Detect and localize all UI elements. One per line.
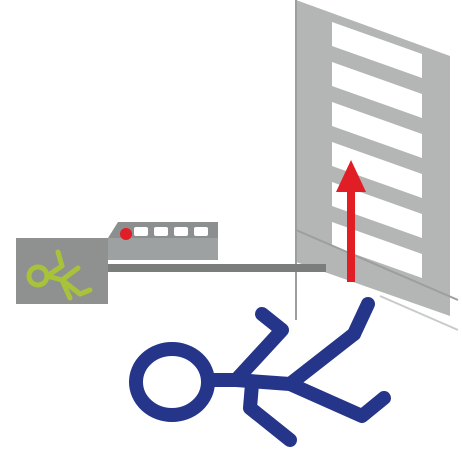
device-key [194,227,208,236]
small-figure-sign [16,238,108,304]
connector-bar [100,264,326,272]
device-key [154,227,168,236]
device-key [174,227,188,236]
device-key [134,227,148,236]
control-panel-icon [108,222,218,260]
device-red-button [120,228,132,240]
device-body [108,238,218,260]
